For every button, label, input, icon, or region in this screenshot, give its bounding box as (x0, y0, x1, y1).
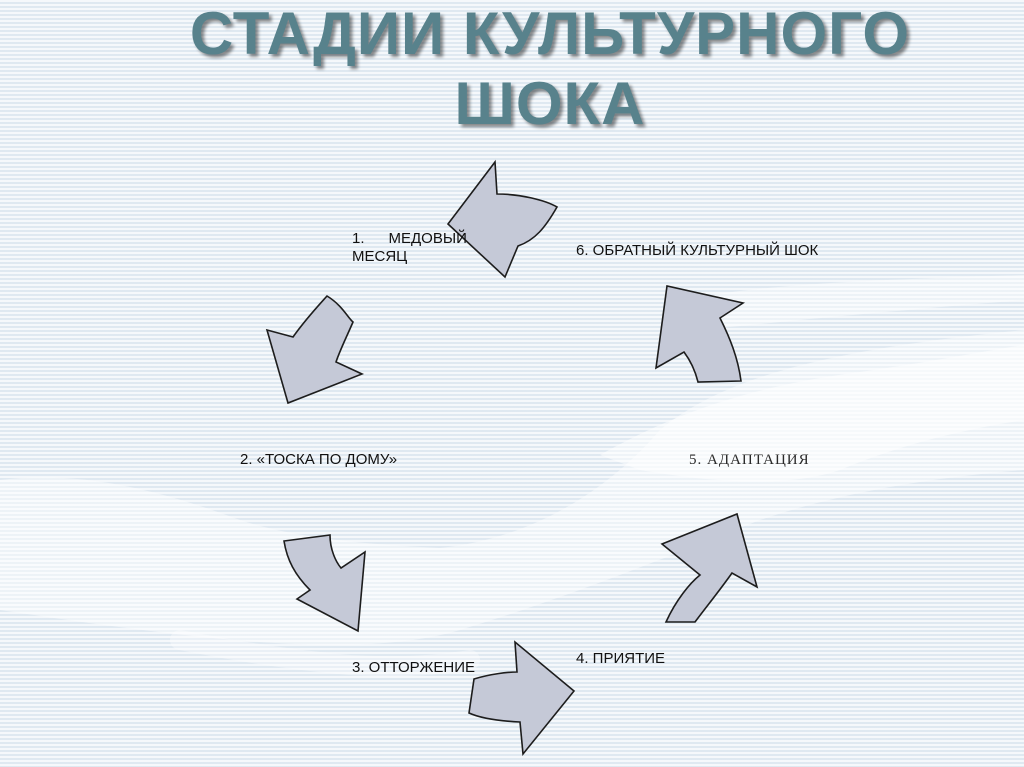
arrow-stage-1-to-2 (265, 294, 365, 405)
stage-5-label: 5. АДАПТАЦИЯ (689, 452, 810, 468)
slide-title-line-1: СТАДИИ КУЛЬТУРНОГО (189, 0, 911, 67)
stage-4-label: 4. ПРИЯТИЕ (576, 650, 666, 667)
arrow-stage-6-to-1 (446, 159, 559, 279)
arrow-stage-5-to-6 (654, 285, 746, 383)
stage-1-text-line-2: МЕСЯЦ (352, 248, 408, 265)
stage-2-label: 2. «ТОСКА ПО ДОМУ» (240, 451, 398, 468)
stage-1-number: 1. (352, 230, 365, 247)
stage-1-text-line-1: МЕДОВЫЙ (388, 230, 467, 247)
arrow-stage-4-to-5 (660, 512, 759, 623)
stage-6-label: 6. ОБРАТНЫЙ КУЛЬТУРНЫЙ ШОК (576, 242, 819, 259)
arrow-stage-3-to-4 (468, 640, 576, 757)
stage-1-label: 1. МЕДОВЫЙ МЕСЯЦ (352, 230, 467, 266)
slide-title-line-2: ШОКА (454, 70, 646, 137)
arrow-stage-2-to-3 (283, 534, 366, 633)
stage-3-label: 3. ОТТОРЖЕНИЕ (352, 659, 475, 676)
